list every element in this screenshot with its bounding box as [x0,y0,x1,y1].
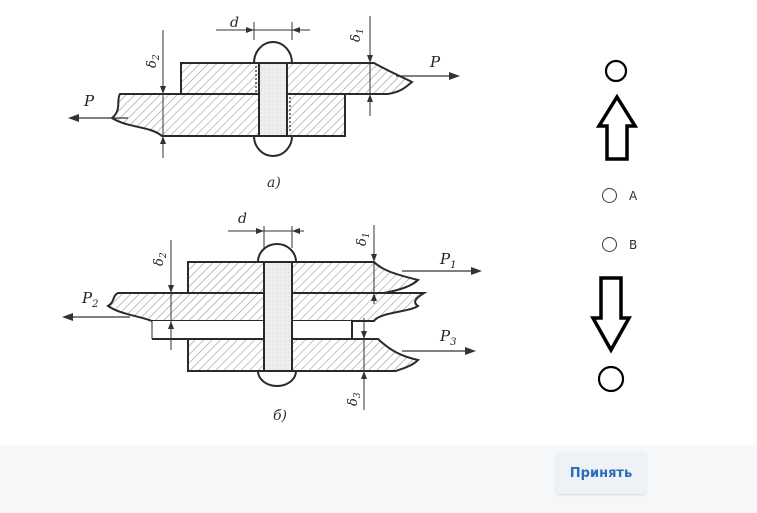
thickness-delta2-b: δ2 [152,252,169,266]
force-p-left-a: P [83,92,95,110]
arrow-down-icon [590,276,632,354]
rivet-shank-a [258,62,288,137]
thickness-delta1-b: δ1 [355,232,372,246]
upper-plate-a [180,62,414,95]
option-a[interactable]: A [602,188,637,203]
top-plate-b [187,261,420,294]
radio-b[interactable] [602,237,617,252]
thickness-delta2-a: δ2 [145,54,162,68]
radio-a[interactable] [602,188,617,203]
riveted-joint-figure: d δ1 δ2 P P а) [62,15,482,424]
joint-a: d δ1 δ2 P P а) [68,15,460,191]
joint-b: d δ1 δ2 δ3 P1 P2 P3 б) [62,211,482,424]
lower-plate-a [110,93,346,137]
force-p-right-a: P [429,53,441,71]
option-b-label: B [629,237,638,252]
accept-button[interactable]: Принять [556,452,646,494]
option-b[interactable]: B [602,237,637,252]
arrow-up-icon [595,93,639,161]
rivet-head-top-b [256,243,298,263]
rivet-head-bottom-b [256,370,298,387]
answer-panel: A B [580,0,757,445]
caption-a: а) [267,175,281,191]
bottom-circle-marker [597,365,625,393]
gap-b [152,321,352,339]
caption-b: б) [273,408,287,424]
rivet-shank-b [263,261,293,372]
force-p3-b: P3 [439,327,456,348]
rivet-head-bottom-a [252,135,294,157]
dimension-d-a: d [230,15,239,31]
rivet-head-top-a [252,41,294,64]
thickness-delta3-b: δ3 [346,392,363,406]
thickness-delta1-a: δ1 [349,28,366,42]
option-a-label: A [629,188,638,203]
force-p1-b: P1 [439,250,456,271]
dimension-d-b: d [238,211,247,227]
top-circle-marker [604,59,628,83]
force-p2-b: P2 [81,289,98,310]
bottom-plate-b [187,338,420,372]
